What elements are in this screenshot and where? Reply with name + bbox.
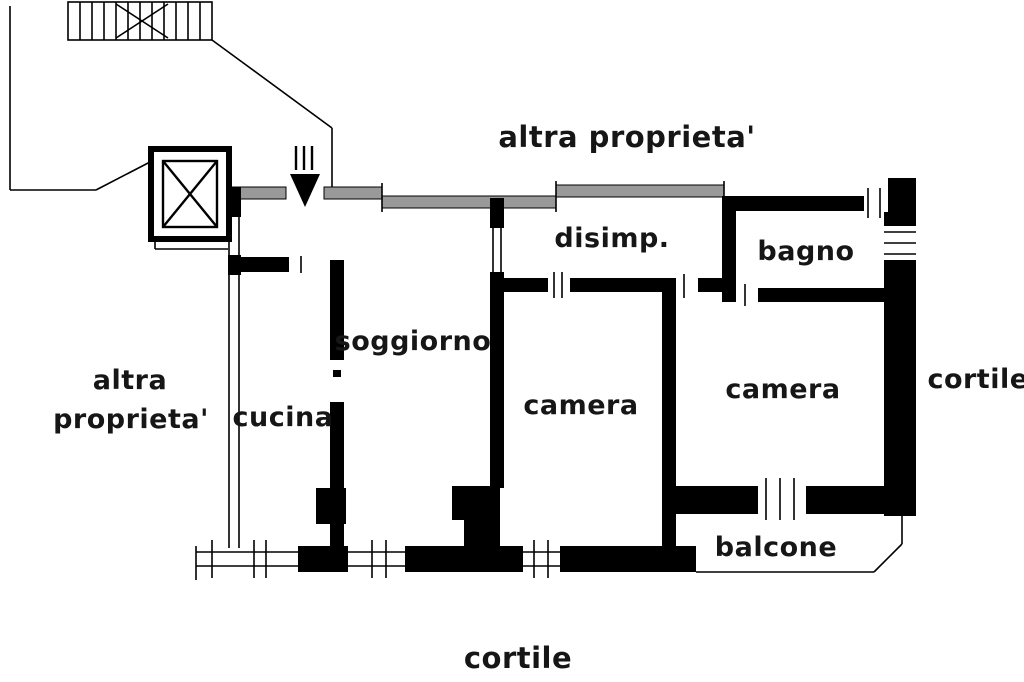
label-camera-right: camera	[725, 374, 840, 405]
label-soggiorno: soggiorno	[335, 326, 492, 357]
label-cucina: cucina	[233, 402, 334, 433]
label-camera-left: camera	[523, 390, 638, 421]
label-balcone: balcone	[715, 532, 837, 563]
label-disimpegno: disimp.	[554, 223, 669, 254]
shared-top-wall	[227, 181, 725, 214]
label-cortile-right: cortile	[927, 364, 1024, 395]
labels: altra proprieta' disimp. bagno soggiorno…	[53, 120, 1024, 675]
label-bagno: bagno	[757, 236, 854, 267]
interior-walls	[241, 196, 884, 550]
label-altra-proprieta-left-line2: proprieta'	[53, 404, 209, 435]
exterior-walls	[228, 178, 916, 572]
entrance-arrow-icon	[290, 146, 320, 207]
bottom-windows	[195, 540, 560, 580]
label-altra-proprieta-top: altra proprieta'	[498, 120, 755, 154]
balcone-walls	[676, 478, 903, 573]
staircase-icon	[67, 1, 213, 41]
label-altra-proprieta-left-line1: altra	[93, 365, 167, 396]
elevator-icon	[148, 146, 232, 242]
boundary-lines	[9, 6, 333, 250]
label-cortile-bottom: cortile	[464, 641, 572, 675]
